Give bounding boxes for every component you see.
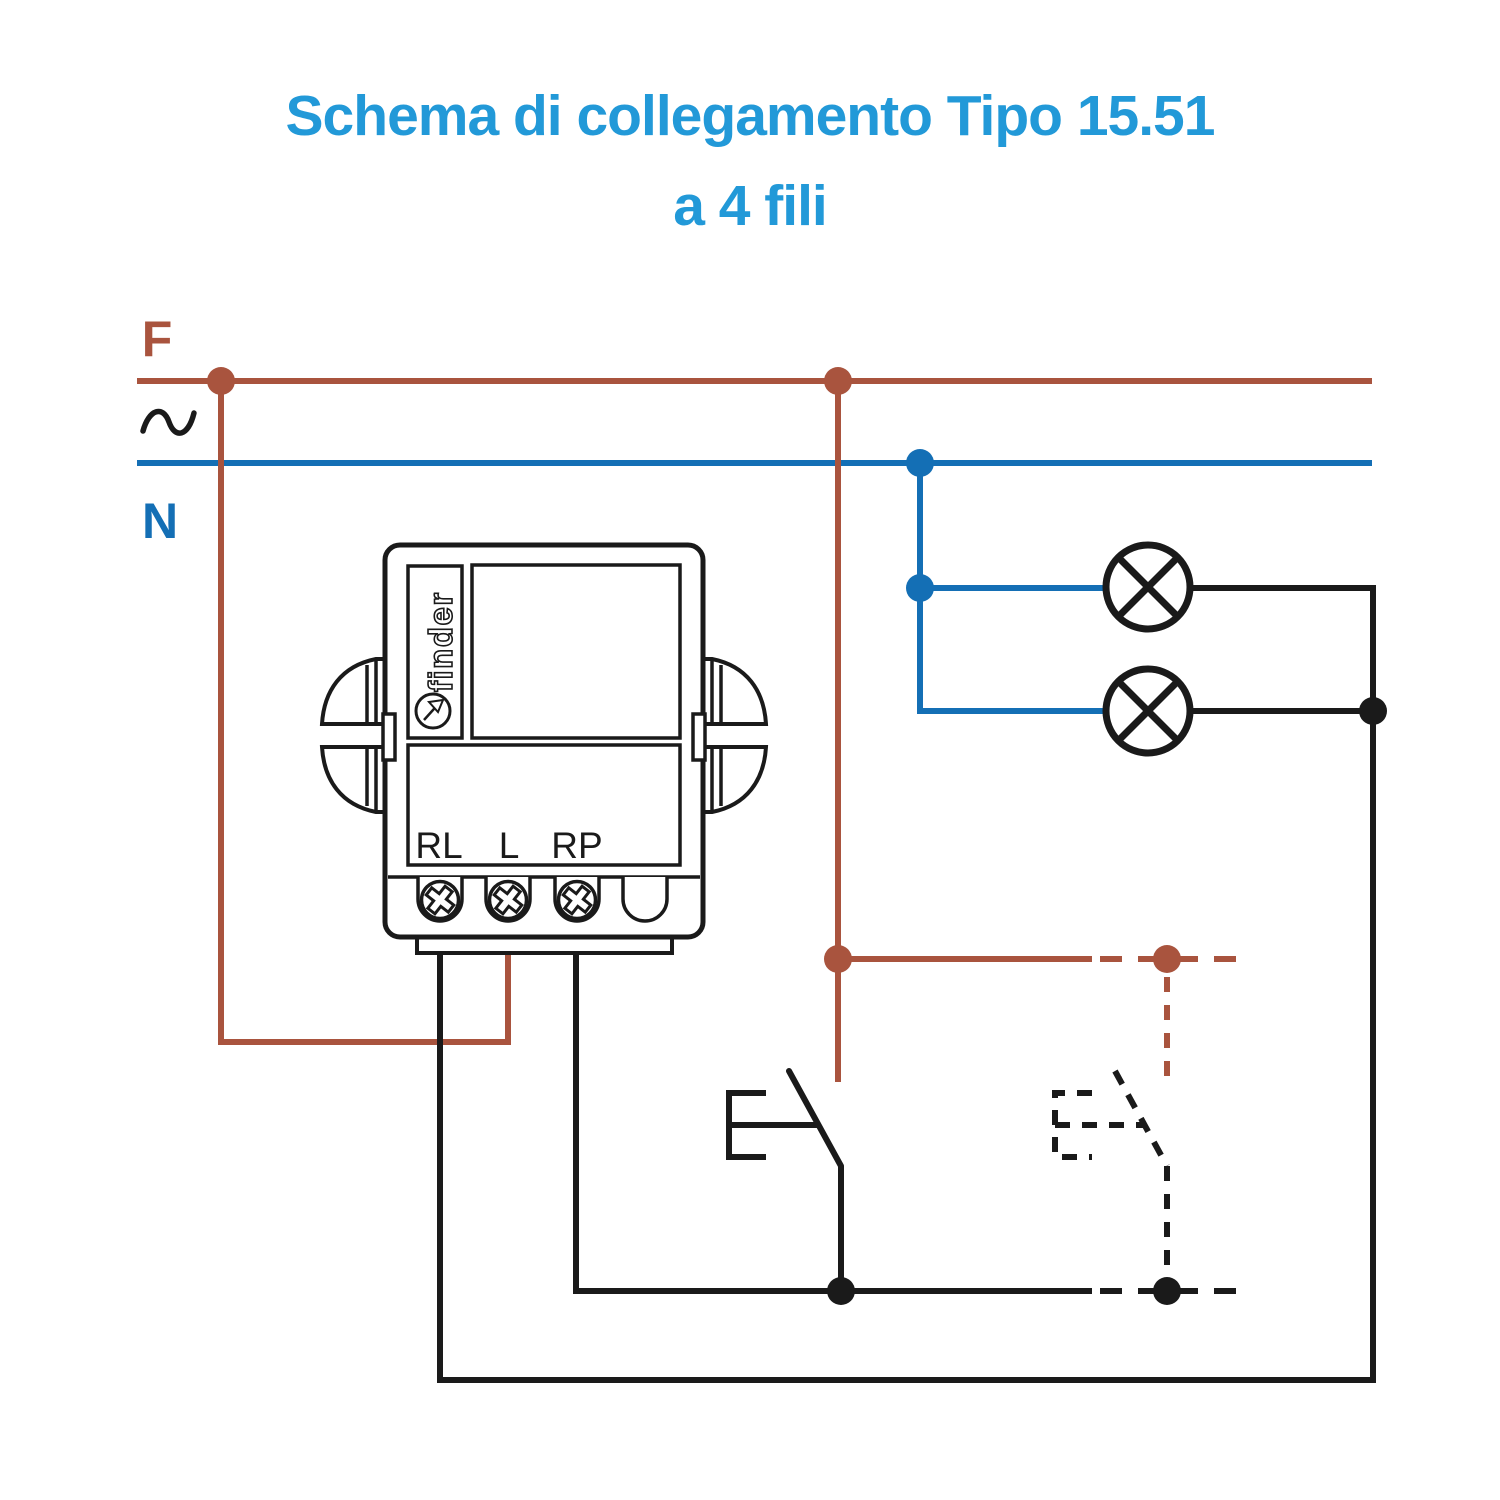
- clip-left-ribs: [365, 659, 378, 812]
- terminal-label-l: L: [499, 825, 520, 866]
- page-title: Schema di collegamento Tipo 15.51: [285, 84, 1216, 148]
- pushbutton-dashed-icon: [1052, 1069, 1170, 1291]
- device-terminal-panel: [406, 743, 682, 867]
- pushbutton-dashed-actuator: [1052, 1090, 1146, 1160]
- screw-l-cross: [492, 884, 524, 916]
- finder-logo: finder: [414, 591, 460, 730]
- neutral-label: N: [142, 493, 178, 549]
- terminal-label-rl: RL: [415, 825, 462, 866]
- phase-label: F: [142, 311, 173, 367]
- pushbutton-dashed-lever: [1112, 1069, 1170, 1168]
- finder-logo-text: finder: [422, 591, 459, 692]
- page-subtitle: a 4 fili: [673, 174, 828, 238]
- terminal-slot-empty: [621, 877, 669, 923]
- black-junctions: [827, 697, 1387, 1305]
- junction-neutral-lamp1: [906, 574, 934, 602]
- junction-phase-mid: [824, 367, 852, 395]
- neutral-junctions: [906, 449, 934, 602]
- pushbutton-actuator: [726, 1090, 820, 1160]
- screw-rl-icon: [419, 879, 461, 921]
- phase-junctions: [207, 367, 1181, 973]
- junction-pushbutton-dashed: [1153, 1277, 1181, 1305]
- pushbutton-icon: [726, 1068, 844, 1291]
- junction-phase-branch: [824, 945, 852, 973]
- junction-phase-left: [207, 367, 235, 395]
- lamp-1-icon: [1102, 541, 1194, 633]
- lamp-2-cross: [1115, 678, 1181, 744]
- neutral-branch-lamp2: [917, 463, 1106, 714]
- junction-phase-dashed: [1153, 945, 1181, 973]
- screw-l-icon: [487, 879, 529, 921]
- lamp-2-icon: [1102, 665, 1194, 757]
- mounting-clips: [319, 657, 769, 814]
- device-notch-left: [381, 712, 397, 762]
- phase-to-terminal-l: [218, 381, 511, 1045]
- rp-to-pushbutton-wire: [573, 948, 1092, 1294]
- junction-neutral-line: [906, 449, 934, 477]
- junction-lamp-return: [1359, 697, 1387, 725]
- lamp-return-to-rl: [437, 585, 1376, 1383]
- finder-logo-flag: [427, 698, 445, 714]
- junction-pushbutton: [827, 1277, 855, 1305]
- terminal-label-rp: RP: [551, 825, 602, 866]
- screw-rp-cross: [561, 884, 593, 916]
- neutral-wires: [137, 460, 1372, 714]
- clip-right-ribs: [710, 659, 723, 812]
- terminal-screws: [419, 879, 598, 921]
- screw-rl-cross: [424, 884, 456, 916]
- screw-rp-icon: [556, 879, 598, 921]
- relay-device: finder RL L RP: [319, 542, 769, 955]
- lamp-1-cross: [1115, 554, 1181, 620]
- ac-sine-icon: [140, 408, 197, 436]
- device-skirt: [415, 937, 674, 955]
- device-notch-right: [691, 712, 707, 762]
- pushbutton-lever: [786, 1068, 844, 1169]
- device-label-panel: [470, 563, 682, 740]
